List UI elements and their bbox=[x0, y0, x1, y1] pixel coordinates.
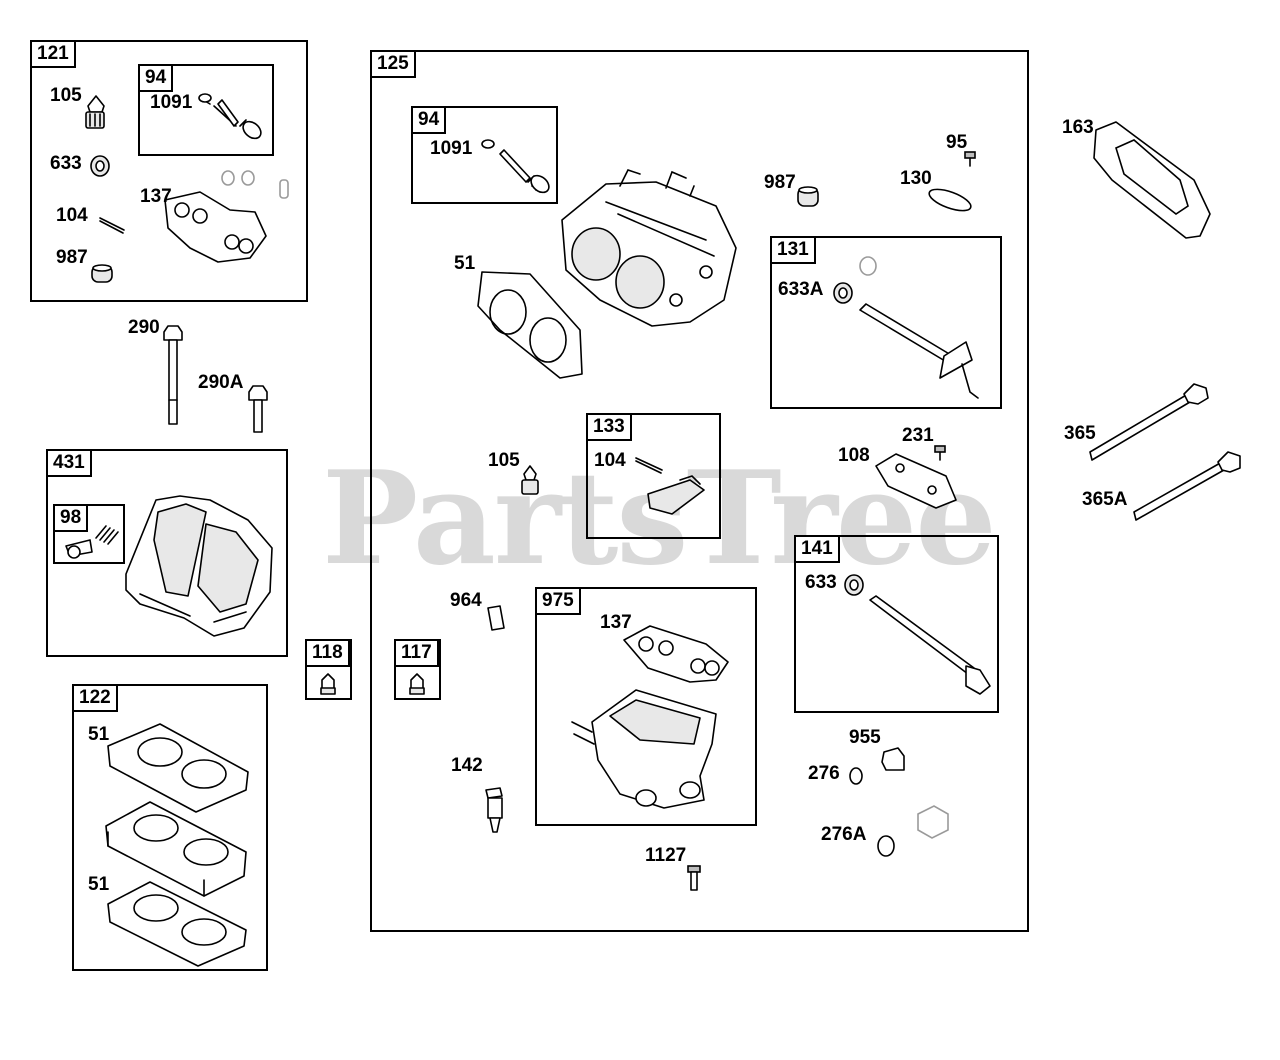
callout-276: 276 bbox=[808, 763, 840, 784]
group-133-tag: 133 bbox=[586, 413, 632, 441]
callout-1091-b: 1091 bbox=[430, 138, 473, 159]
callout-104-a: 104 bbox=[56, 205, 88, 226]
group-117: 117 bbox=[394, 639, 441, 700]
group-121: 121 bbox=[30, 40, 308, 302]
part-431-carburetor-body[interactable] bbox=[125, 495, 273, 637]
group-131: 131 bbox=[770, 236, 1002, 409]
callout-365A: 365A bbox=[1082, 489, 1128, 510]
callout-987-b: 987 bbox=[764, 172, 796, 193]
callout-51-a: 51 bbox=[88, 724, 110, 745]
part-drain-plug bbox=[917, 805, 949, 839]
group-431: 431 bbox=[46, 449, 288, 657]
group-94-b-tag: 94 bbox=[411, 106, 447, 134]
part-231-screw[interactable] bbox=[934, 445, 946, 461]
callout-51-b: 51 bbox=[88, 874, 110, 895]
part-290-long-bolt[interactable] bbox=[163, 325, 183, 425]
part-131-throttle-shaft[interactable] bbox=[833, 256, 979, 399]
part-290A-short-bolt[interactable] bbox=[248, 385, 268, 433]
part-104-pin-a[interactable] bbox=[99, 217, 125, 234]
group-98: 98 bbox=[53, 504, 125, 564]
callout-290: 290 bbox=[128, 317, 160, 338]
callout-633A: 633A bbox=[778, 279, 824, 300]
part-137-gasket-a[interactable] bbox=[164, 191, 267, 263]
callout-987-a: 987 bbox=[56, 247, 88, 268]
group-94-a-tag: 94 bbox=[138, 64, 174, 92]
callout-137-b: 137 bbox=[600, 612, 632, 633]
callout-130: 130 bbox=[900, 168, 932, 189]
part-975-float-bowl[interactable] bbox=[571, 689, 717, 809]
group-118: 118 bbox=[305, 639, 352, 700]
group-125-tag: 125 bbox=[370, 50, 416, 78]
group-431-tag: 431 bbox=[46, 449, 92, 477]
part-955-plug[interactable] bbox=[881, 747, 905, 771]
group-141: 141 bbox=[794, 535, 999, 713]
part-365-bolt[interactable] bbox=[1089, 383, 1209, 461]
part-51-gasket-b[interactable] bbox=[477, 271, 583, 379]
part-51-gasket-lower[interactable] bbox=[107, 881, 247, 967]
part-51-gasket-upper[interactable] bbox=[107, 723, 249, 813]
part-98-screw-spring[interactable] bbox=[65, 525, 119, 559]
part-133-float[interactable] bbox=[647, 475, 705, 515]
callout-51-c: 51 bbox=[454, 253, 476, 274]
part-130-throttle-plate[interactable] bbox=[927, 185, 974, 215]
group-125: 125 bbox=[370, 50, 1029, 932]
callout-955: 955 bbox=[849, 727, 881, 748]
part-95-screw[interactable] bbox=[964, 151, 976, 167]
group-122-tag: 122 bbox=[72, 684, 118, 712]
group-121-tag: 121 bbox=[30, 40, 76, 68]
part-137-gasket-b[interactable] bbox=[623, 625, 729, 683]
part-365A-bolt[interactable] bbox=[1133, 451, 1241, 521]
group-117-tag: 117 bbox=[394, 639, 439, 667]
group-94-a: 94 bbox=[138, 64, 274, 156]
callout-137-a: 137 bbox=[140, 186, 172, 207]
part-987-bushing-b[interactable] bbox=[797, 186, 819, 207]
callout-290A: 290A bbox=[198, 372, 244, 393]
group-98-tag: 98 bbox=[53, 504, 89, 532]
part-142-jet[interactable] bbox=[485, 787, 503, 833]
part-carburetor-main-body[interactable] bbox=[561, 169, 737, 327]
group-94-b: 94 bbox=[411, 106, 558, 204]
part-108-bracket[interactable] bbox=[875, 453, 957, 509]
callout-964: 964 bbox=[450, 590, 482, 611]
callout-1127: 1127 bbox=[645, 845, 687, 866]
part-105-needle-valve-b[interactable] bbox=[521, 465, 539, 495]
callout-95: 95 bbox=[946, 132, 968, 153]
callout-231: 231 bbox=[902, 425, 934, 446]
part-104-pin-b[interactable] bbox=[635, 457, 663, 474]
part-small-rings bbox=[221, 170, 289, 199]
part-276A-o-ring[interactable] bbox=[877, 835, 895, 857]
callout-104-b: 104 bbox=[594, 450, 626, 471]
part-118-plug[interactable] bbox=[320, 673, 336, 695]
group-975: 975 bbox=[535, 587, 757, 826]
callout-108: 108 bbox=[838, 445, 870, 466]
part-105-needle-valve[interactable] bbox=[85, 95, 105, 129]
part-633-seal-a[interactable] bbox=[90, 155, 110, 177]
callout-105-a: 105 bbox=[50, 85, 82, 106]
part-276-o-ring[interactable] bbox=[849, 767, 863, 785]
group-133: 133 bbox=[586, 413, 721, 539]
group-141-tag: 141 bbox=[794, 535, 840, 563]
callout-163: 163 bbox=[1062, 117, 1094, 138]
callout-633-a: 633 bbox=[50, 153, 82, 174]
group-122: 122 bbox=[72, 684, 268, 971]
callout-105-b: 105 bbox=[488, 450, 520, 471]
callout-1091-a: 1091 bbox=[150, 92, 193, 113]
part-spacer-block[interactable] bbox=[105, 801, 247, 897]
part-1091-screw-spring-a[interactable] bbox=[198, 93, 264, 142]
group-118-tag: 118 bbox=[305, 639, 350, 667]
group-131-tag: 131 bbox=[770, 236, 816, 264]
callout-276A: 276A bbox=[821, 824, 867, 845]
part-987-bushing-a[interactable] bbox=[91, 264, 113, 283]
callout-142: 142 bbox=[451, 755, 483, 776]
callout-633-b: 633 bbox=[805, 572, 837, 593]
callout-365: 365 bbox=[1064, 423, 1096, 444]
part-163-gasket[interactable] bbox=[1093, 121, 1211, 239]
part-141-choke-shaft[interactable] bbox=[844, 574, 991, 695]
part-117-plug[interactable] bbox=[409, 673, 425, 695]
group-975-tag: 975 bbox=[535, 587, 581, 615]
part-964-sleeve[interactable] bbox=[487, 605, 505, 631]
part-1127-screw[interactable] bbox=[687, 865, 701, 891]
part-1091-screw-spring-b[interactable] bbox=[481, 139, 552, 196]
